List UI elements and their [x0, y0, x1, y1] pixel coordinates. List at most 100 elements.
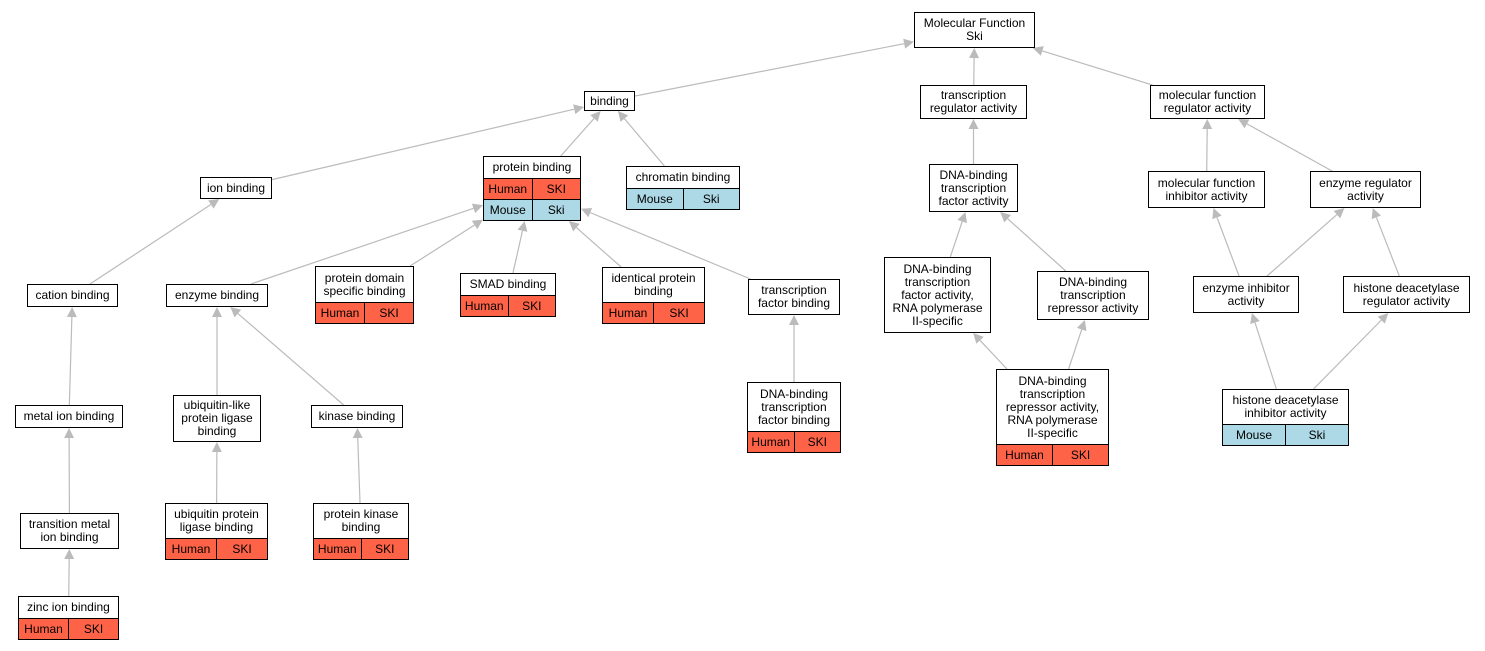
edge-eia-to-era	[1266, 214, 1338, 277]
go-term-label: enzyme inhibitor activity	[1202, 280, 1290, 308]
arrowhead	[208, 199, 220, 209]
go-term-dbtra: DNA-binding transcription repressor acti…	[1037, 271, 1149, 320]
gene-label: SKI	[360, 539, 409, 559]
go-term-label: chromatin binding	[635, 170, 731, 184]
go-term-dbtfa2: DNA-binding transcription factor activit…	[884, 257, 991, 333]
gene-label: SKI	[68, 619, 118, 639]
go-term-tmib: transition metal ion binding	[20, 513, 119, 549]
go-term-label: transcription factor binding	[757, 283, 831, 310]
arrowhead	[1377, 313, 1389, 324]
go-term-binding: binding	[584, 91, 635, 111]
arrowhead	[1212, 208, 1222, 220]
species-label: Mouse	[1235, 427, 1273, 442]
edge-kinb-to-enzb	[237, 313, 345, 406]
gene-label: Ski	[1285, 425, 1348, 445]
go-term-eia: enzyme inhibitor activity	[1193, 276, 1299, 313]
edge-era-to-mfra	[1246, 123, 1333, 172]
gene-label: SKI	[507, 296, 556, 316]
annotation-row: Mouse Ski	[1223, 424, 1348, 445]
go-term-label: transcription regulator activity	[929, 88, 1018, 115]
go-term-ionb: ion binding	[200, 177, 272, 199]
species-label: Mouse	[636, 191, 673, 206]
go-term-catb: cation binding	[27, 284, 118, 307]
go-term-label: DNA-binding transcription repressor acti…	[1047, 275, 1139, 315]
go-term-label: cation binding	[35, 288, 110, 302]
edge-dbtra-to-dbtfa	[1007, 218, 1067, 272]
arrowhead	[212, 307, 222, 317]
go-term-label: molecular function inhibitor activity	[1157, 175, 1256, 203]
edge-ionb-to-binding	[271, 108, 575, 181]
edge-dbtfa2-to-dbtfa	[949, 221, 963, 258]
go-term-label: DNA-binding transcription factor binding	[757, 386, 831, 427]
arrowhead	[903, 38, 914, 49]
edge-dbtra2-to-dbtra	[1068, 329, 1083, 370]
arrowhead	[1250, 313, 1260, 325]
arrowhead	[230, 307, 242, 318]
go-term-label: ion binding	[206, 180, 266, 195]
arrowhead	[66, 307, 77, 318]
arrowhead	[617, 111, 629, 122]
gene-label: SKI	[216, 539, 267, 559]
edge-catb-to-ionb	[89, 203, 212, 285]
go-term-tra: transcription regulator activity	[920, 85, 1027, 119]
arrowhead	[1076, 320, 1087, 332]
arrowhead	[352, 428, 363, 439]
gene-label: SKI	[531, 179, 581, 199]
go-term-label: metal ion binding	[23, 409, 115, 423]
edge-enzb-to-protb	[250, 207, 474, 285]
edge-tfb-to-protb	[590, 212, 751, 280]
go-term-label: kinase binding	[318, 409, 396, 423]
gene-label: Ski	[531, 200, 581, 220]
go-term-label: SMAD binding	[469, 277, 547, 291]
arrowhead	[590, 111, 601, 122]
go-term-tfb: transcription factor binding	[748, 279, 840, 315]
arrowhead	[471, 219, 483, 230]
go-term-label: histone deacetylase inhibitor activity	[1232, 393, 1339, 420]
edge-pkb-to-kinb	[357, 437, 361, 504]
edge-ipb-to-protb	[576, 227, 622, 268]
arrowhead	[517, 221, 528, 232]
gene-label: Ski	[682, 189, 740, 209]
edge-hdra-to-era	[1375, 217, 1400, 277]
go-term-dbtra2: DNA-binding transcription repressor acti…	[996, 369, 1109, 466]
go-term-label: protein binding	[492, 160, 572, 174]
go-term-label: molecular function regulator activity	[1158, 88, 1257, 115]
go-term-label: transition metal ion binding	[28, 517, 111, 544]
species-label: Human	[608, 305, 648, 320]
arrowhead	[968, 119, 979, 129]
species-label: Human	[320, 305, 360, 320]
arrowhead	[573, 104, 584, 115]
arrowhead	[64, 428, 75, 439]
species-label: Human	[488, 181, 528, 196]
go-term-label: identical protein binding	[611, 271, 696, 298]
go-term-label: DNA-binding transcription factor activit…	[938, 167, 1009, 208]
go-term-label: binding	[590, 93, 629, 108]
edge-protb-to-binding	[560, 118, 595, 157]
arrowhead	[471, 203, 483, 214]
annotation-row: Mouse Ski	[484, 199, 580, 220]
go-term-label: protein domain specific binding	[323, 270, 406, 298]
arrowhead	[1238, 119, 1250, 129]
species-label: Mouse	[489, 202, 526, 217]
go-term-label: ubiquitin-like protein ligase binding	[181, 398, 253, 438]
edge-chromb-to-binding	[623, 118, 665, 167]
edge-eia-to-mfia	[1216, 217, 1240, 277]
go-term-dbtfb: DNA-binding transcription factor binding…	[747, 382, 841, 453]
arrowhead	[973, 333, 984, 344]
go-term-ulplb: ubiquitin-like protein ligase binding	[173, 395, 261, 442]
arrowhead	[1032, 46, 1044, 56]
go-term-label: enzyme binding	[174, 288, 260, 302]
arrowhead	[957, 212, 967, 224]
